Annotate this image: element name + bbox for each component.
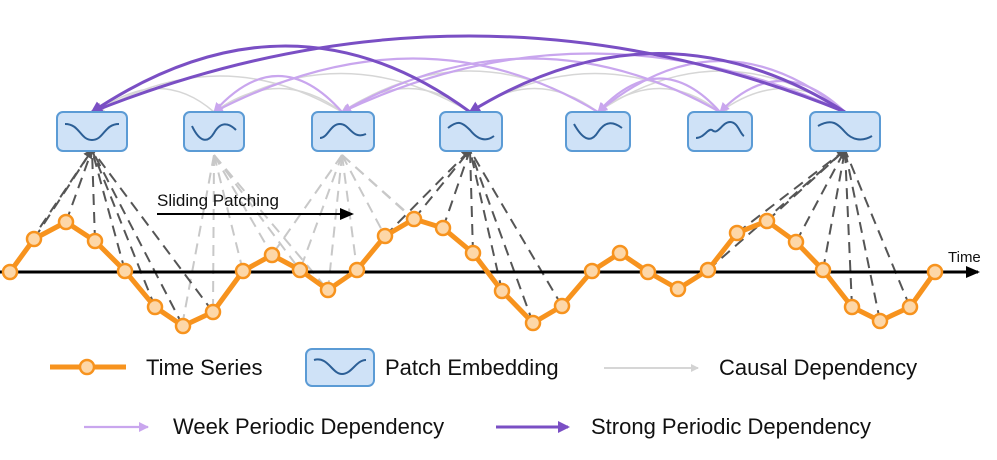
legend-causal-label: Causal Dependency bbox=[719, 355, 917, 380]
patch-embedding-box bbox=[311, 111, 375, 152]
legend-week-label: Week Periodic Dependency bbox=[173, 414, 444, 439]
causal-arc bbox=[96, 75, 343, 113]
legend-patch-embedding-label: Patch Embedding bbox=[385, 355, 559, 380]
strong-periodic-arc bbox=[90, 34, 846, 114]
patch-embedding-box bbox=[809, 111, 881, 152]
sine-wave-icon bbox=[319, 122, 367, 139]
strong-periodic-arcs bbox=[90, 34, 846, 114]
week-periodic-arc bbox=[213, 74, 343, 113]
causal-arc bbox=[213, 72, 471, 113]
patching-lines-faded bbox=[181, 154, 415, 327]
legend: Time Series Patch Embedding Causal Depen… bbox=[50, 348, 917, 439]
sine-wave-icon bbox=[573, 122, 623, 140]
patching-lines bbox=[9, 148, 911, 327]
sine-wave-icon bbox=[817, 121, 873, 141]
sine-wave-icon bbox=[64, 123, 120, 142]
causal-arc bbox=[213, 87, 343, 113]
week-periodic-arc bbox=[597, 77, 721, 113]
sine-wave-icon bbox=[313, 358, 367, 376]
causal-arc bbox=[96, 87, 215, 113]
week-periodic-arc bbox=[341, 57, 721, 113]
legend-patch-embedding-swatch bbox=[305, 348, 375, 387]
week-periodic-arc bbox=[719, 80, 846, 113]
sine-wave-icon bbox=[191, 123, 237, 141]
sine-wave-icon bbox=[447, 122, 495, 141]
time-axis-label: Time bbox=[948, 249, 981, 266]
sliding-patching-label: Sliding Patching bbox=[157, 191, 279, 210]
week-periodic-arc bbox=[341, 52, 846, 113]
legend-strong-label: Strong Periodic Dependency bbox=[591, 414, 871, 439]
patch-embedding-box bbox=[183, 111, 245, 152]
causal-arcs bbox=[96, 70, 846, 113]
week-periodic-arcs bbox=[213, 52, 846, 113]
patch-embedding-box bbox=[439, 111, 503, 152]
strong-periodic-arc bbox=[90, 44, 471, 114]
time-series-markers bbox=[1, 210, 944, 335]
strong-periodic-arc bbox=[468, 52, 846, 114]
patch-embedding-box bbox=[56, 111, 128, 152]
patch-embedding-box bbox=[565, 111, 631, 152]
legend-time-series-label: Time Series bbox=[146, 355, 263, 380]
week-periodic-arc bbox=[213, 57, 599, 113]
sine-wave-icon bbox=[695, 120, 745, 139]
patch-embedding-box bbox=[687, 111, 753, 152]
patch-embeddings bbox=[56, 111, 881, 152]
